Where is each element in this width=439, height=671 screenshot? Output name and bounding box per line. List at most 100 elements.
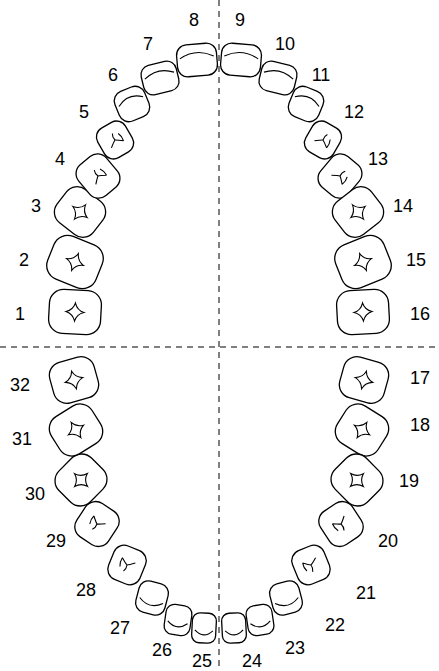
tooth-outline	[104, 542, 149, 588]
incisal-line	[224, 51, 258, 59]
tooth-number: 20	[378, 531, 398, 551]
tooth	[42, 231, 107, 293]
tooth	[245, 603, 275, 636]
tooth-outline	[245, 603, 275, 636]
tooth	[191, 612, 217, 643]
tooth-outline	[48, 289, 102, 336]
tooth	[104, 542, 149, 588]
cusp-mark	[302, 558, 320, 575]
tooth	[176, 42, 219, 77]
tooth	[314, 497, 368, 551]
tooth	[44, 399, 108, 462]
cusp-mark	[63, 369, 85, 391]
incisal-line	[195, 630, 213, 635]
tooth	[93, 117, 138, 162]
cusp-mark	[88, 166, 107, 184]
tooth-outline	[49, 448, 113, 512]
tooth-outline	[221, 612, 247, 643]
tooth	[336, 289, 390, 336]
tooth	[330, 231, 395, 293]
tooth-number: 31	[12, 429, 32, 449]
tooth-outline	[314, 497, 368, 551]
tooth-number: 30	[25, 484, 45, 504]
cusp-mark	[67, 199, 92, 224]
tooth-number: 7	[143, 34, 153, 54]
tooth-number: 5	[79, 102, 89, 122]
incisal-line	[275, 597, 299, 608]
cusp-mark	[331, 166, 350, 184]
tooth	[46, 354, 102, 407]
tooth	[257, 59, 299, 97]
incisal-line	[264, 68, 294, 79]
tooth	[336, 354, 392, 407]
incisal-line	[225, 630, 243, 635]
occlusal-line	[0, 347, 439, 348]
tooth-outline	[330, 399, 394, 462]
tooth-number: 15	[406, 250, 426, 270]
tooth-outline	[42, 231, 107, 293]
incisal-line	[167, 621, 187, 628]
tooth-number: 13	[368, 149, 388, 169]
tooth	[49, 448, 113, 512]
tooth-outline	[336, 289, 390, 336]
tooth-outline	[163, 603, 193, 636]
cusp-mark	[118, 558, 136, 575]
tooth	[330, 399, 394, 462]
tooth	[48, 289, 102, 336]
tooth-number: 1	[15, 304, 25, 324]
tooth	[325, 448, 389, 512]
tooth-outline	[330, 231, 395, 293]
tooth-number: 4	[55, 149, 65, 169]
tooth-outline	[288, 542, 333, 588]
tooth	[133, 579, 170, 618]
tooth-number: 26	[152, 640, 172, 660]
incisal-line	[139, 597, 163, 608]
tooth-number: 8	[189, 10, 199, 30]
tooth	[267, 579, 304, 618]
tooth-number: 21	[356, 583, 376, 603]
incisal-line	[179, 51, 213, 59]
cusp-mark	[351, 250, 374, 273]
cusp-mark	[66, 303, 85, 322]
tooth-outline	[46, 354, 102, 407]
tooth-outline	[93, 117, 138, 162]
tooth-outline	[257, 59, 299, 97]
cusp-mark	[314, 130, 332, 148]
cusp-mark	[63, 250, 86, 273]
tooth-number: 29	[46, 531, 66, 551]
tooth	[221, 612, 247, 643]
tooth-number: 16	[410, 304, 430, 324]
tooth-outline	[267, 579, 304, 618]
tooth	[285, 83, 327, 125]
midline	[219, 0, 220, 671]
tooth-outline	[336, 354, 392, 407]
tooth-outline	[325, 448, 389, 512]
tooth-outline	[133, 579, 170, 618]
cusp-mark	[105, 130, 123, 148]
tooth-number: 25	[192, 651, 212, 671]
tooth-outline	[191, 612, 217, 643]
cusp-mark	[353, 369, 375, 391]
incisal-line	[117, 92, 143, 106]
cusp-mark	[344, 467, 369, 492]
cusp-mark	[345, 199, 370, 224]
incisal-line	[250, 621, 270, 628]
tooth-number: 24	[242, 651, 262, 671]
tooth-outline	[220, 42, 263, 77]
tooth	[288, 542, 333, 588]
incisal-line	[144, 68, 174, 79]
tooth	[139, 59, 181, 97]
tooth-number: 6	[108, 65, 118, 85]
tooth-number: 18	[410, 415, 430, 435]
cusp-mark	[350, 418, 375, 443]
tooth-number: 17	[410, 368, 430, 388]
tooth-number: 22	[325, 615, 345, 635]
tooth	[327, 181, 389, 242]
cusp-mark	[354, 303, 373, 322]
tooth	[220, 42, 263, 77]
teeth	[42, 42, 395, 643]
tooth-outline	[176, 42, 219, 77]
tooth-number: 2	[19, 250, 29, 270]
tooth-outline	[285, 83, 327, 125]
